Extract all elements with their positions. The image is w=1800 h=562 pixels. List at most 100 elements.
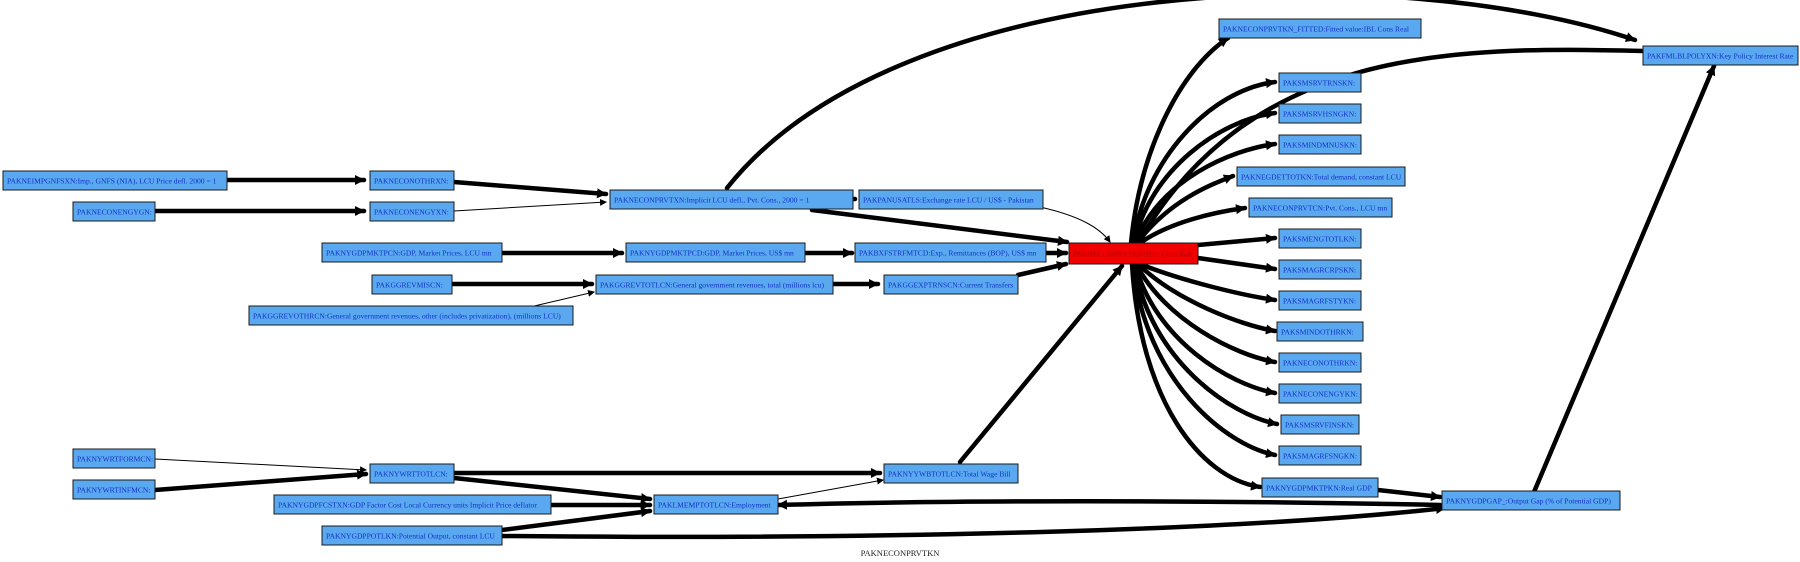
node-label: PAKSMINDMNUSKN: — [1283, 141, 1357, 150]
node-pakneconprvtcn: PAKNECONPRVTCN:Pvt. Cons., LCU mn — [1248, 197, 1393, 218]
node-paklmemptotlcn: PAKLMEMPTOTLCN:Employment — [653, 494, 779, 515]
node-paknywrttotlcn: PAKNYWRTTOTLCN: — [369, 463, 455, 484]
node-pakggrevtotlcn: PAKGGREVTOTLCN:General government revenu… — [595, 274, 834, 295]
edge — [1135, 47, 1646, 246]
node-label: PAKGGEXPTRNSCN:Current Transfers — [888, 281, 1013, 290]
node-paksmindmnuskn: PAKSMINDMNUSKN: — [1278, 134, 1362, 155]
dependency-graph: PAKNEIMPGNFSXN:Imp., GNFS (NIA), LCU Pri… — [2, 0, 1799, 546]
edge — [775, 499, 1443, 510]
node-label: PAKNYGDPMKTPCD:GDP, Market Prices, US$ m… — [630, 249, 794, 258]
node-label: PAKGGREVOTHRCN:General government revenu… — [253, 312, 561, 321]
node-paknygdpmktpcd: PAKNYGDPMKTPCD:GDP, Market Prices, US$ m… — [625, 242, 806, 263]
edge — [451, 475, 653, 504]
node-paksmsrvfinskn: PAKSMSRVFINSKN: — [1280, 414, 1360, 435]
node-pakpanusatls: PAKPANUSATLS:Exchange rate LCU / US$ - P… — [858, 189, 1044, 210]
node-pakneconengykn: PAKNECONENGYKN: — [1278, 383, 1362, 404]
node-label: PAKFMLBLPOLYXN:Key Policy Interest Rate — [1647, 52, 1794, 61]
node-paksmagrfstykn: PAKSMAGRFSTYKN: — [1278, 290, 1362, 311]
node-label: PAKNECONPRVTCN:Pvt. Cons., LCU mn — [1253, 204, 1387, 213]
node-paksmsrvtrnskn: PAKSMSRVTRNSKN: — [1278, 72, 1362, 93]
node-paknywrtformcn: PAKNYWRTFORMCN: — [72, 448, 156, 469]
node-label: PAKPANUSATLS:Exchange rate LCU / US$ - P… — [863, 196, 1034, 205]
node-pakneconprvtxn: PAKNECONPRVTXN:Implicit LCU defl., Pvt. … — [609, 189, 854, 210]
node-label: PAKSMAGRFSNGKN: — [1283, 452, 1357, 461]
node-paknywrtinfmcn: PAKNYWRTINFMCN: — [72, 479, 156, 500]
edge — [809, 207, 1070, 246]
edge — [1128, 35, 1231, 246]
node-paknygdpfcstxn: PAKNYGDPFCSTXN:GDP Factor Cost Local Cur… — [273, 494, 552, 515]
node-label: PAKSMINDOTHRKN: — [1281, 328, 1354, 337]
node-label: PAKNECONENGYKN: — [1283, 390, 1358, 399]
node-paksmagrfsngkn: PAKSMAGRFSNGKN: — [1278, 445, 1362, 466]
node-label: PAKNECONENGYGN: — [77, 208, 152, 217]
edge — [1131, 261, 1280, 428]
node-pakggexptrnscn: PAKGGEXPTRNSCN:Current Transfers — [883, 274, 1019, 295]
node-label: PAKGGREVMISCN: — [376, 281, 443, 290]
node-pakggrevmiscn: PAKGGREVMISCN: — [371, 274, 453, 295]
node-label: PAKNECONOTHRKN: — [1283, 359, 1357, 368]
node-label: PAKNYGDPFCSTXN:GDP Factor Cost Local Cur… — [278, 501, 537, 510]
node-label: PAKNYWRTTOTLCN: — [374, 470, 448, 479]
node-label: PAKNYGDPGAP_:Output Gap (% of Potential … — [1446, 497, 1611, 506]
node-label: PAKSMSRVTRNSKN: — [1283, 79, 1355, 88]
node-label: PAKSMENGTOTLKN: — [1283, 235, 1356, 244]
edge — [154, 458, 367, 474]
node-pakneconprvtkn-fitted: PAKNECONPRVTKN_FITTED:Fitted value:IBL C… — [1218, 18, 1422, 39]
node-pakneconprvtkn-center: PAKNECONPRVTKN:Priv. Cons Real — [1068, 242, 1199, 265]
node-pakfmlblpolyxn: PAKFMLBLPOLYXN:Key Policy Interest Rate — [1642, 45, 1799, 66]
node-label: PAKNECONPRVTKN_FITTED:Fitted value:IBL C… — [1223, 25, 1409, 34]
edge — [1039, 206, 1111, 243]
node-label: PAKSMAGRCRPSKN: — [1283, 266, 1356, 275]
node-label: PAKNECONPRVTXN:Implicit LCU defl., Pvt. … — [614, 196, 810, 205]
edge — [1137, 261, 1278, 304]
edge — [451, 179, 609, 199]
node-pakbxfstrfmtcd: PAKBXFSTRFMTCD:Exp., Remittances (BOP), … — [854, 242, 1047, 263]
node-label: PAKBXFSTRFMTCD:Exp., Remittances (BOP), … — [859, 249, 1037, 258]
edge — [1130, 261, 1278, 459]
edge — [152, 469, 369, 493]
node-label: PAKNECONPRVTKN:Priv. Cons Real — [1073, 250, 1193, 259]
node-label: PAKNEGDETTOTKN:Total demand, constant LC… — [1241, 173, 1402, 182]
graph-caption: PAKNECONPRVTKN — [860, 548, 940, 558]
edge — [1531, 63, 1717, 495]
node-label: PAKNYGDPMKTPCN:GDP, Market Prices, LCU m… — [326, 249, 492, 258]
edge — [1133, 261, 1278, 366]
node-label: PAKNYWRTINFMCN: — [77, 486, 151, 495]
node-pakneimpgnfsxn: PAKNEIMPGNFSXN:Imp., GNFS (NIA), LCU Pri… — [2, 170, 228, 191]
edges — [152, 0, 1717, 540]
node-label: PAKNECONOTHRXN: — [374, 177, 448, 186]
edge — [724, 0, 1638, 191]
node-pakneconengyxn: PAKNECONENGYXN: — [369, 201, 455, 222]
node-pakneconothrkn: PAKNECONOTHRKN: — [1278, 352, 1362, 373]
node-label: PAKSMSRVHSNGKN: — [1283, 110, 1356, 119]
node-label: PAKNYGDPPOTLKN:Potential Output, constan… — [326, 532, 495, 541]
node-label: PAKNYGDPMKTPKN:Real GDP — [1266, 484, 1372, 493]
node-label: PAKSMAGRFSTYKN: — [1283, 297, 1356, 306]
edge — [499, 507, 653, 533]
edge — [1015, 261, 1069, 278]
edge — [1132, 140, 1278, 246]
edge — [957, 263, 1125, 465]
edge — [1132, 261, 1278, 397]
nodes: PAKNEIMPGNFSXN:Imp., GNFS (NIA), LCU Pri… — [2, 18, 1799, 546]
node-paksmengtotlkn: PAKSMENGTOTLKN: — [1278, 228, 1362, 249]
edge — [777, 477, 884, 500]
node-paknegdettotkn: PAKNEGDETTOTKN:Total demand, constant LC… — [1236, 166, 1406, 187]
node-label: PAKNYWRTFORMCN: — [77, 455, 153, 464]
node-paknygdpmktpcn: PAKNYGDPMKTPCN:GDP, Market Prices, LCU m… — [321, 242, 503, 263]
node-pakneconothrxn: PAKNECONOTHRXN: — [369, 170, 455, 191]
node-paknygdpgap: PAKNYGDPGAP_:Output Gap (% of Potential … — [1441, 490, 1621, 511]
edge — [453, 198, 607, 212]
node-label: PAKLMEMPTOTLCN:Employment — [658, 501, 772, 510]
node-paknygdppotlkn: PAKNYGDPPOTLKN:Potential Output, constan… — [321, 525, 503, 546]
node-pakneconengygn: PAKNECONENGYGN: — [72, 201, 156, 222]
node-label: PAKNEIMPGNFSXN:Imp., GNFS (NIA), LCU Pri… — [7, 177, 217, 186]
edge — [1129, 261, 1263, 491]
node-label: PAKSMSRVFINSKN: — [1285, 421, 1354, 430]
node-label: PAKGGREVTOTLCN:General government revenu… — [600, 281, 824, 290]
edge — [1135, 261, 1278, 335]
node-paksmsrvhsngkn: PAKSMSRVHSNGKN: — [1278, 103, 1362, 124]
edge — [1137, 204, 1248, 246]
edge — [499, 504, 1448, 540]
node-pakggrevothrcn: PAKGGREVOTHRCN:General government revenu… — [248, 305, 574, 326]
